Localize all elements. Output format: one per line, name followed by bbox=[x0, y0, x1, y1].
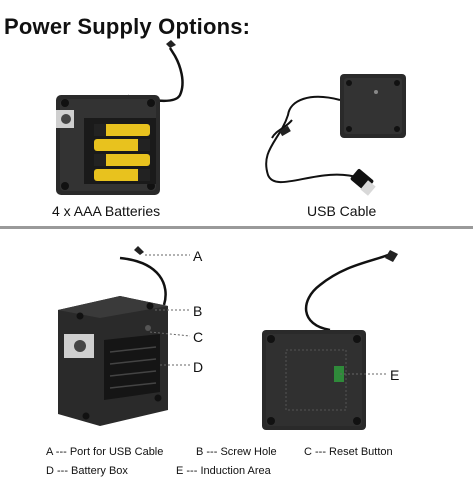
callout-d: D bbox=[193, 359, 204, 375]
usb-caption: USB Cable bbox=[307, 203, 377, 219]
callout-lines bbox=[145, 254, 388, 375]
legend-e: E --- Induction Area bbox=[176, 465, 271, 477]
callout-e: E bbox=[390, 367, 400, 383]
section-divider bbox=[0, 226, 473, 229]
legend-b: B --- Screw Hole bbox=[196, 446, 277, 458]
legend-a: A --- Port for USB Cable bbox=[46, 446, 164, 458]
battery-box-image bbox=[56, 40, 184, 195]
aaa-batteries bbox=[94, 124, 150, 181]
legend-c: C --- Reset Button bbox=[304, 446, 393, 458]
induction-box-image bbox=[262, 250, 398, 430]
page-title: Power Supply Options: bbox=[4, 14, 251, 39]
labeled-box-image bbox=[58, 246, 168, 426]
callout-a: A bbox=[193, 248, 203, 264]
legend-d: D --- Battery Box bbox=[46, 465, 128, 477]
callout-c: C bbox=[193, 329, 204, 345]
batteries-caption: 4 x AAA Batteries bbox=[52, 203, 161, 219]
callout-b: B bbox=[193, 303, 203, 319]
usb-box-image bbox=[265, 74, 406, 196]
